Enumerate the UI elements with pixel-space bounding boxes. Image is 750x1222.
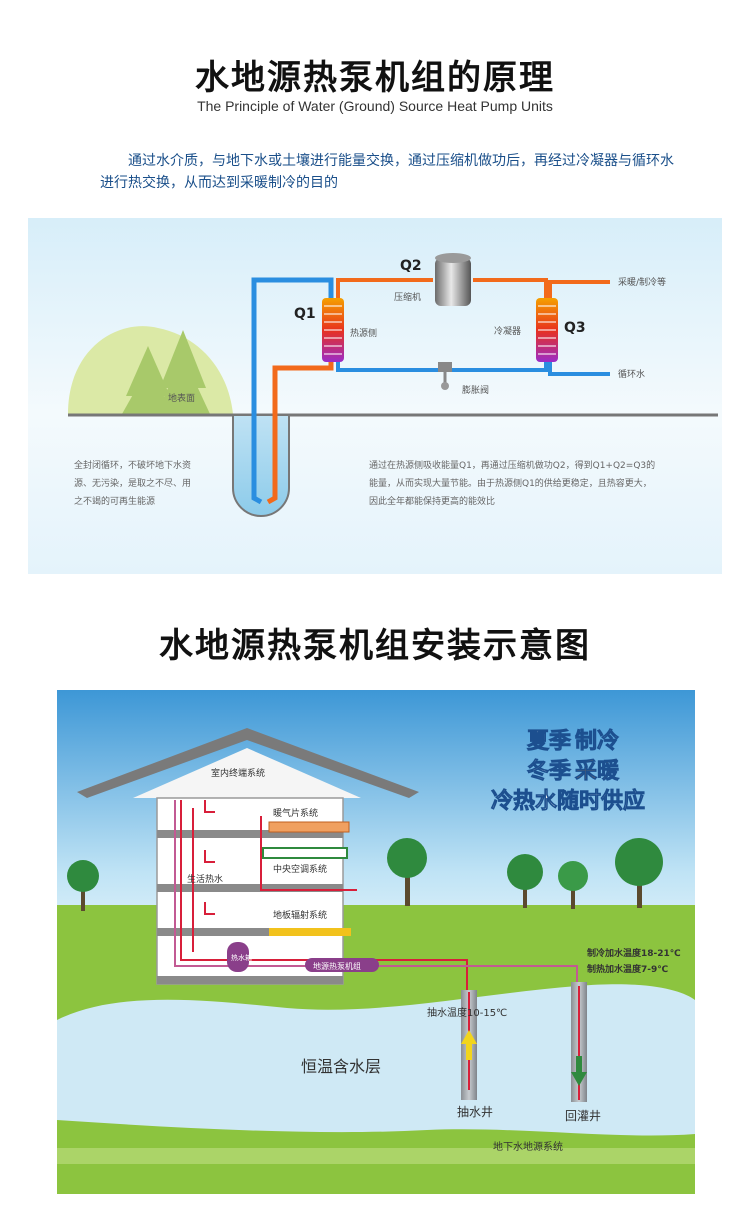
q3-label: Q3 <box>564 320 586 336</box>
expansion-valve-label: 膨胀阀 <box>462 384 489 396</box>
left-note-line-2: 源、无污染，是取之不尽、用 <box>74 477 191 489</box>
installation-diagram: 夏季 制冷 冬季 采暖 冷热水随时供应 室内终端系统 暖气片系统 中央空调系统 … <box>57 690 695 1194</box>
radiator-label: 暖气片系统 <box>273 807 318 819</box>
tree-icon <box>67 860 99 911</box>
central-ac-label: 中央空调系统 <box>273 863 327 875</box>
slogan-summer: 夏季 <box>527 729 571 754</box>
intro-text: 通过水介质，与地下水或土壤进行能量交换，通过压缩机做功后，再经过冷凝器与循环水进… <box>100 153 674 191</box>
hot-pipe-top <box>336 278 548 298</box>
down-arrow-icon <box>571 1056 587 1086</box>
hot-water-tank-icon <box>227 942 249 972</box>
indoor-terminal-label: 室内终端系统 <box>211 767 265 779</box>
q2-label: Q2 <box>400 258 422 274</box>
floor-radiant-icon <box>269 928 351 936</box>
extraction-temp-label: 抽水温度10-15℃ <box>427 1006 507 1019</box>
tree-icon <box>615 838 663 908</box>
system-label: 地下水地源系统 <box>493 1140 563 1153</box>
ground-surface-label: 地表面 <box>168 392 195 404</box>
extraction-well-label: 抽水井 <box>457 1105 493 1119</box>
heat-pump-unit-label: 地源热泵机组 <box>313 961 361 971</box>
radiator-icon <box>268 821 350 833</box>
right-note-line-3: 因此全年都能保持更高的能效比 <box>369 495 495 507</box>
recharge-well-label: 回灌井 <box>565 1109 601 1123</box>
slogan-winter: 冬季 <box>527 758 571 784</box>
left-note-line-3: 之不竭的可再生能源 <box>74 495 155 507</box>
compressor-icon <box>435 258 471 306</box>
heat-pump-unit <box>305 958 379 972</box>
expansion-valve-icon <box>438 362 452 372</box>
tree-icon <box>122 330 210 414</box>
floor-radiant-label: 地板辐射系统 <box>273 909 327 921</box>
central-ac-icon <box>262 847 348 859</box>
q1-label: Q1 <box>294 306 316 322</box>
section1-title: 水地源热泵机组的原理 <box>195 58 555 98</box>
bottom-grass <box>57 1162 695 1194</box>
heating-return-label: 制热加水温度7-9℃ <box>587 963 668 975</box>
aquifer <box>57 984 695 1136</box>
tree-icon <box>507 854 543 908</box>
output-cold-pipe <box>548 362 610 376</box>
aquifer-label: 恒温含水层 <box>301 1057 381 1076</box>
section2-title: 水地源热泵机组安装示意图 <box>159 626 591 666</box>
principle-diagram: 地表面 Q1 热源侧 Q2 压缩机 膨胀阀 Q3 冷凝器 采暖/制冷等 循环水 … <box>28 218 722 574</box>
bottom-light <box>57 1148 695 1164</box>
cooling-return-label: 制冷加水温度18-21℃ <box>587 947 681 959</box>
slogan-supply: 冷热水随时供应 <box>491 788 645 814</box>
output-bottom-label: 循环水 <box>618 368 645 380</box>
section1-subtitle: The Principle of Water (Ground) Source H… <box>197 98 553 114</box>
right-note-line-2: 能量，从而实现大量节能。由于热源侧Q1的供给更稳定，且热容更大， <box>369 477 652 489</box>
slogan-heating: 采暖 <box>575 759 620 784</box>
cold-pipe-left <box>251 277 334 505</box>
right-note-line-1: 通过在热源侧吸收能量Q1，再通过压缩机做功Q2，得到Q1+Q2=Q3的 <box>369 459 655 471</box>
left-note-line-1: 全封闭循环，不破坏地下水资 <box>74 459 191 471</box>
up-arrow-icon <box>461 1030 477 1060</box>
house-attic <box>133 748 361 798</box>
tree-icon <box>558 861 588 909</box>
heat-source-side-label: 热源侧 <box>350 327 377 339</box>
hot-water-tank-label: 热水箱 <box>231 953 252 962</box>
condenser-label: 冷凝器 <box>494 325 521 337</box>
tree-icon <box>387 838 427 906</box>
compressor-label: 压缩机 <box>394 291 421 303</box>
domestic-hot-water-label: 生活热水 <box>187 873 223 885</box>
output-top-label: 采暖/制冷等 <box>618 276 666 288</box>
slogan-cooling: 制冷 <box>575 728 619 754</box>
output-hot-pipe <box>548 280 610 298</box>
